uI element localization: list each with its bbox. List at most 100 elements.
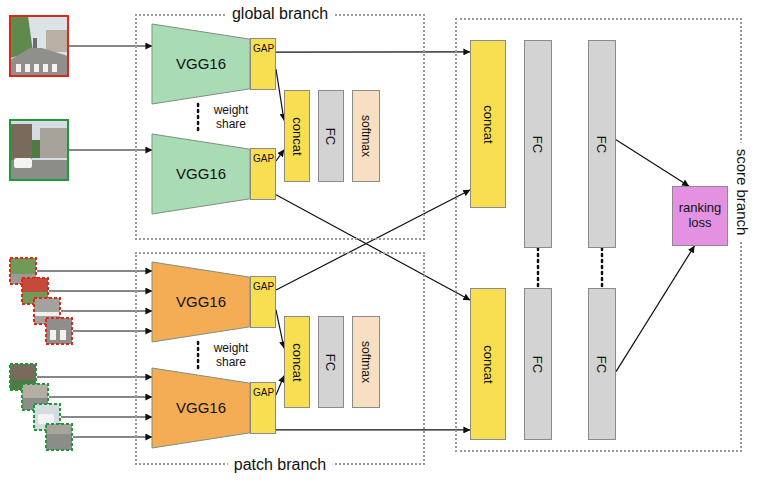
flow-arrow bbox=[616, 140, 689, 186]
input-arrow bbox=[69, 45, 152, 46]
crosswalk-stripe bbox=[25, 64, 30, 72]
trapezoid-shape bbox=[152, 134, 250, 214]
fc-layer: FC bbox=[588, 40, 616, 248]
weight-share-link bbox=[197, 342, 200, 368]
patch-branch-group: VGG16GAPVGG16GAPconcatFCsoftmaxpatch bra… bbox=[135, 252, 425, 465]
photo-road bbox=[10, 48, 68, 76]
gap-layer: GAP bbox=[250, 38, 276, 90]
input-arrow bbox=[37, 376, 152, 377]
weight-share-link bbox=[601, 248, 604, 288]
flow-arrow bbox=[276, 150, 284, 161]
layer-label: ranking loss bbox=[675, 201, 725, 231]
input-arrow bbox=[37, 270, 152, 271]
layer-label: VGG16 bbox=[176, 165, 226, 182]
photo-trees bbox=[32, 140, 40, 158]
input-arrow bbox=[61, 416, 152, 417]
layer-label: GAP bbox=[253, 153, 273, 165]
weight-share-label: weight share bbox=[206, 104, 256, 132]
flow-arrow bbox=[276, 69, 284, 120]
flow-arrow bbox=[276, 310, 284, 348]
photo-building bbox=[10, 124, 32, 160]
gap-layer: GAP bbox=[250, 148, 276, 200]
image-patch bbox=[46, 424, 72, 450]
branch-title: global branch bbox=[226, 4, 334, 23]
concat-layer: concat bbox=[470, 40, 506, 208]
patch-border bbox=[46, 424, 72, 450]
layer-label: concat bbox=[291, 343, 304, 381]
patch-road bbox=[60, 330, 66, 340]
weight-share-link bbox=[197, 104, 200, 134]
input-arrow bbox=[49, 396, 152, 397]
flow-arrow bbox=[276, 190, 470, 290]
softmax-layer: softmax bbox=[352, 90, 380, 182]
layer-label: VGG16 bbox=[176, 399, 226, 416]
weight-share-link bbox=[537, 248, 540, 288]
photo-crosswalk bbox=[16, 64, 57, 72]
patch-road bbox=[50, 330, 56, 340]
green-input-photo bbox=[10, 120, 68, 180]
flow-arrow bbox=[276, 376, 284, 395]
patch-road bbox=[34, 312, 60, 316]
input-arrows bbox=[37, 46, 152, 437]
layer-label: GAP bbox=[253, 387, 273, 399]
photo-sky bbox=[10, 16, 68, 76]
flow-arrow bbox=[276, 429, 470, 430]
photo-building bbox=[40, 128, 68, 158]
layer-label: GAP bbox=[253, 43, 273, 55]
flow-arrow bbox=[276, 51, 470, 52]
layer-label: FC bbox=[532, 135, 545, 152]
layer-label: FC bbox=[532, 355, 545, 372]
patch-fill bbox=[46, 318, 72, 344]
fc-layer: FC bbox=[524, 288, 552, 440]
vgg16-encoder: VGG16 bbox=[152, 368, 250, 448]
vgg16-encoder: VGG16 bbox=[152, 134, 250, 214]
patch-road bbox=[46, 424, 72, 434]
crosswalk-stripe bbox=[43, 64, 48, 72]
patch-car bbox=[38, 414, 54, 424]
layer-label: concat bbox=[291, 117, 304, 155]
vgg16-encoder: VGG16 bbox=[152, 24, 250, 104]
layer-label: concat bbox=[482, 345, 495, 383]
ranking-loss: ranking loss bbox=[672, 186, 728, 246]
fc-layer: FC bbox=[318, 90, 344, 182]
score-branch-group: concatFCFCconcatFCFCranking lossscore br… bbox=[455, 18, 742, 452]
gap-layer: GAP bbox=[250, 382, 276, 434]
flow-arrow bbox=[276, 195, 470, 300]
crosswalk-stripe bbox=[52, 64, 57, 72]
red-input-photo bbox=[10, 16, 68, 76]
photo-border bbox=[10, 16, 68, 76]
image-patch bbox=[46, 318, 72, 344]
input-arrow bbox=[69, 149, 152, 150]
layer-label: concat bbox=[482, 105, 495, 143]
crosswalk-stripe bbox=[34, 64, 39, 72]
gap-layer: GAP bbox=[250, 276, 276, 328]
layer-label: VGG16 bbox=[176, 55, 226, 72]
flow-arrow bbox=[616, 246, 694, 372]
input-arrow bbox=[73, 436, 152, 437]
global-branch-group: VGG16GAPVGG16GAPconcatFCsoftmaxglobal br… bbox=[135, 14, 425, 240]
concat-layer: concat bbox=[284, 316, 310, 408]
fc-layer: FC bbox=[318, 316, 344, 408]
connector-group bbox=[198, 52, 694, 430]
branch-title: score branch bbox=[733, 142, 751, 241]
layer-label: FC bbox=[596, 355, 609, 372]
input-arrow bbox=[49, 290, 152, 291]
layer-label: FC bbox=[596, 135, 609, 152]
layer-label: FC bbox=[325, 127, 338, 144]
layer-label: GAP bbox=[253, 281, 273, 293]
fc-layer: FC bbox=[588, 288, 616, 440]
trapezoid-shape bbox=[152, 262, 250, 342]
weight-share-label: weight share bbox=[206, 342, 256, 370]
softmax-layer: softmax bbox=[352, 316, 380, 408]
patch-fill bbox=[46, 424, 72, 450]
branch-title: patch branch bbox=[228, 455, 333, 474]
layer-label: FC bbox=[325, 353, 338, 370]
patch-border bbox=[46, 318, 72, 344]
input-arrow bbox=[73, 330, 152, 331]
layer-label: softmax bbox=[360, 341, 372, 383]
fc-layer: FC bbox=[524, 40, 552, 248]
photo-building bbox=[46, 30, 68, 52]
